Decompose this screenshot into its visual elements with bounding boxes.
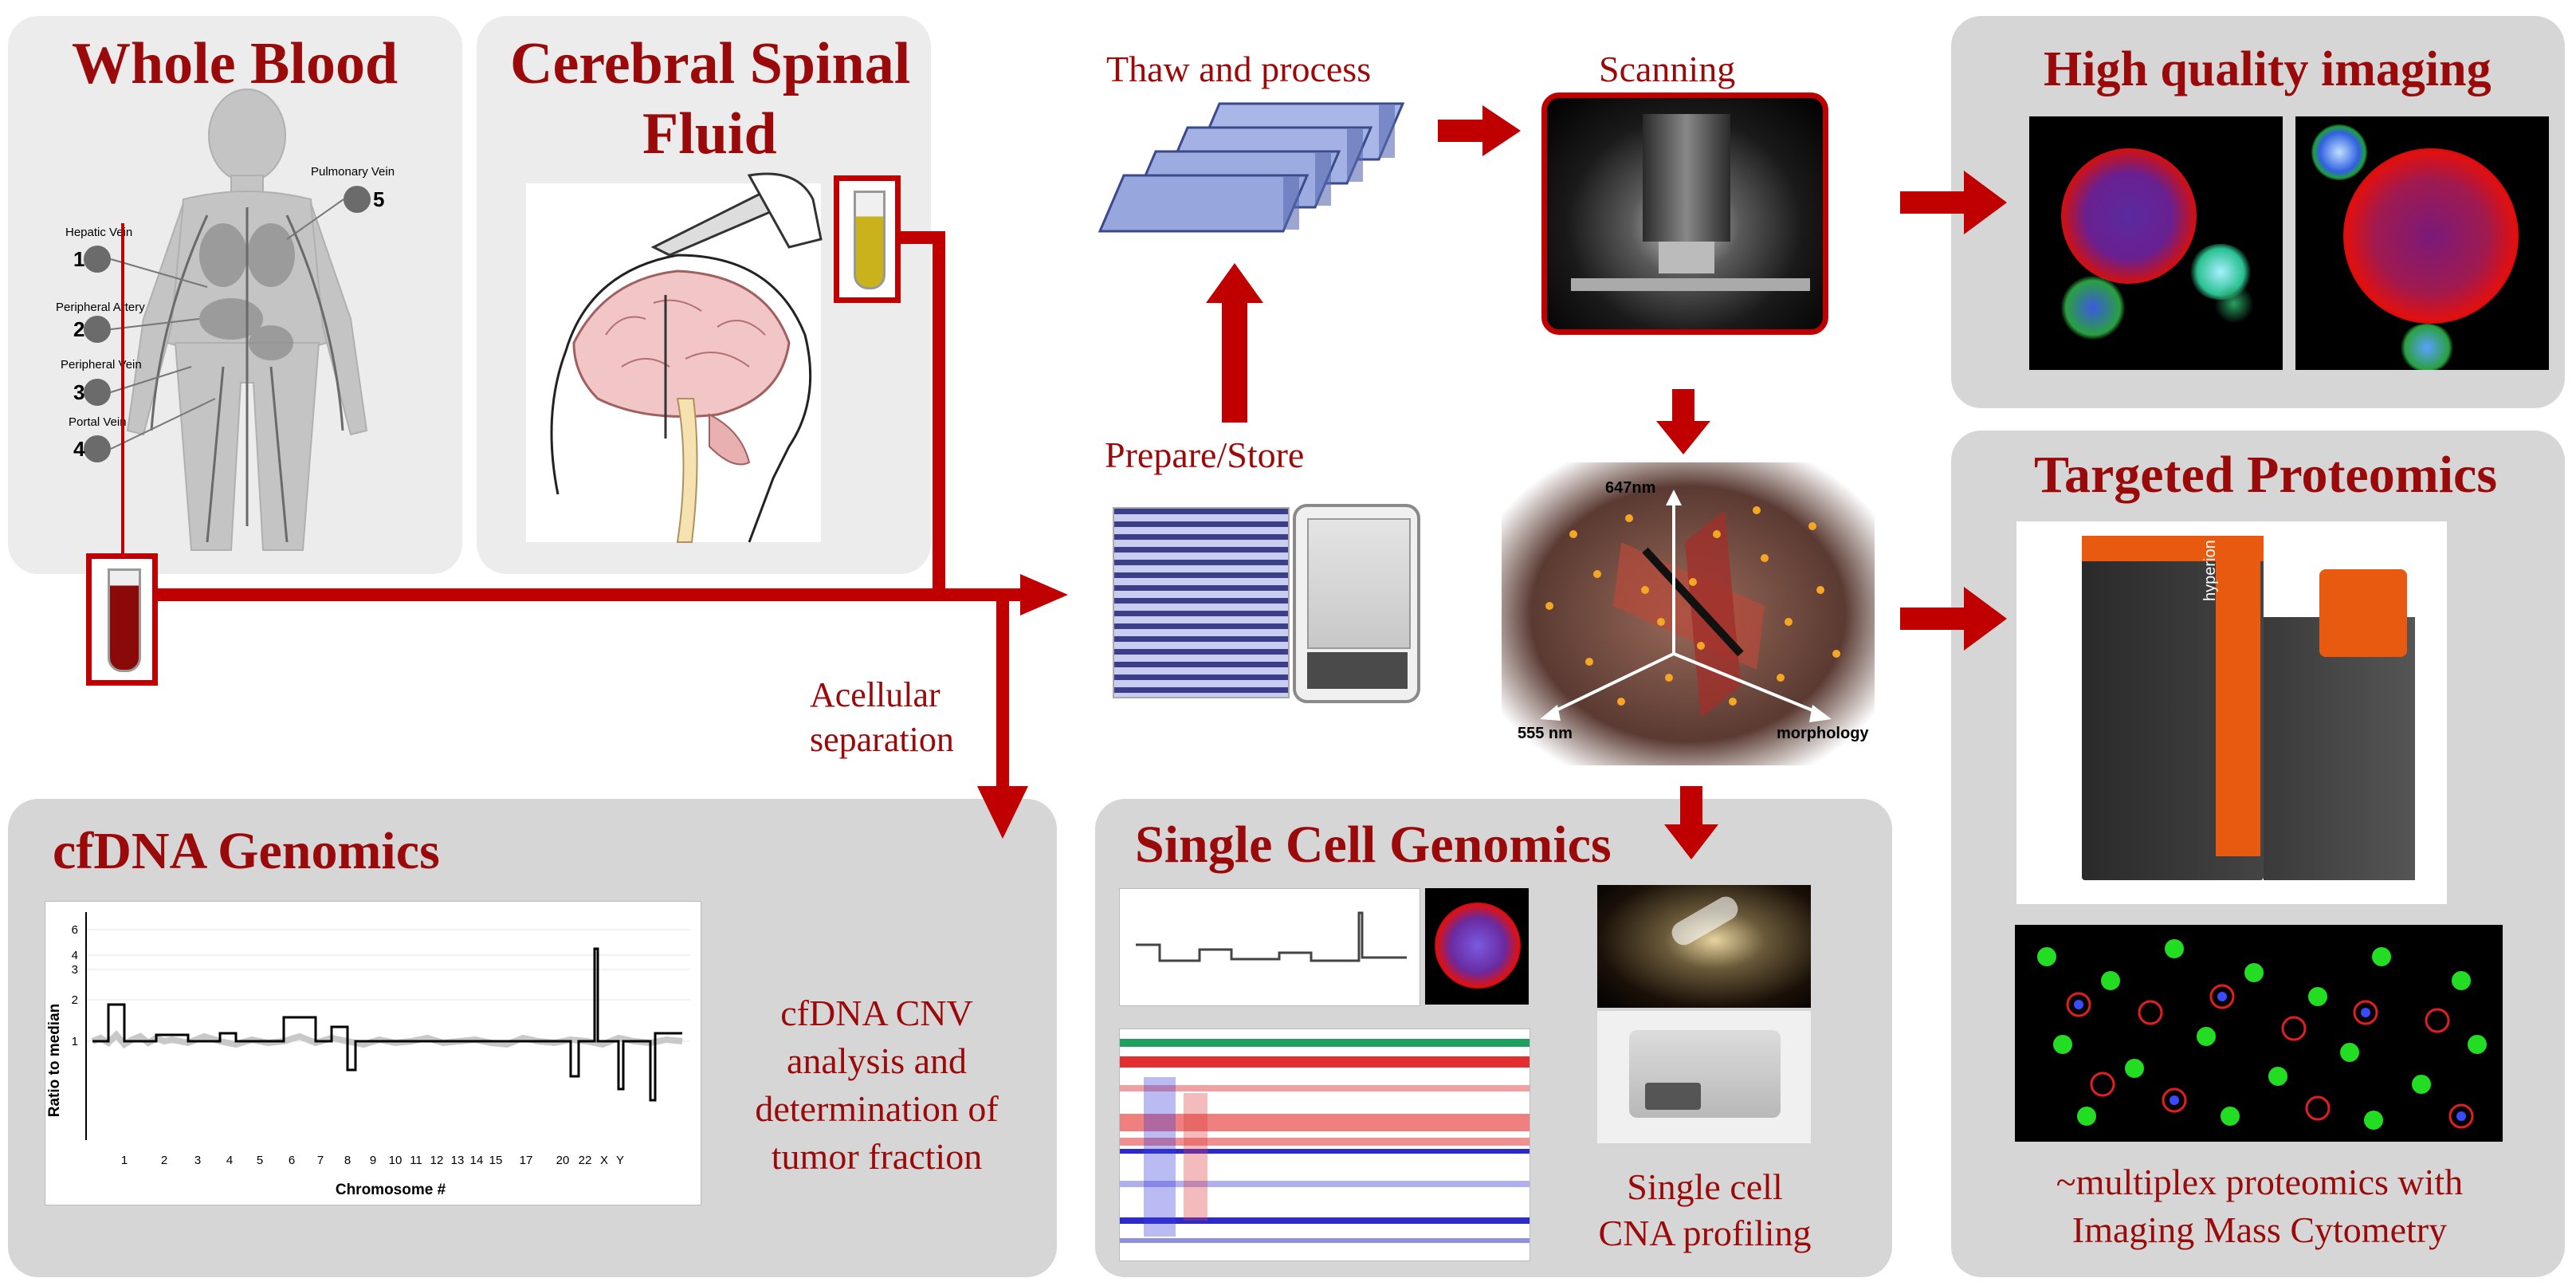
csf-title-line1: Cerebral Spinal (510, 31, 911, 96)
blood-line-h (156, 588, 1025, 601)
body-number-3: 3 (73, 380, 84, 404)
ytick-1: 1 (72, 1035, 78, 1048)
xtick-10: 10 (389, 1154, 402, 1167)
single-cell-title: Single Cell Genomics (1135, 816, 1612, 874)
brain-diagram (526, 172, 823, 543)
arrow-to-cfdna (977, 786, 1028, 839)
xtick-3: 3 (194, 1154, 201, 1167)
body-number-5: 5 (373, 187, 384, 211)
hyperion-brand-text: hyperion (2201, 540, 2219, 601)
hepatic-vein-label: Hepatic Vein (65, 226, 132, 239)
proteomics-desc-2: Imaging Mass Cytometry (2071, 1209, 2448, 1250)
single-cell-desc-1: Single cell (1627, 1166, 1783, 1207)
xtick-8: 8 (344, 1154, 351, 1167)
proteomics-desc-1: ~multiplex proteomics with (2056, 1162, 2464, 1202)
proteomics-title: Targeted Proteomics (2034, 446, 2498, 504)
single-cell-desc-2: CNA profiling (1598, 1213, 1812, 1253)
cfdna-desc-3: determination of (755, 1088, 999, 1129)
xtick-1: 1 (121, 1154, 128, 1167)
csf-title-line2: Fluid (642, 101, 777, 167)
single-cell-image (1425, 888, 1529, 1005)
arrow-to-scanning (1438, 105, 1521, 156)
xtick-6: 6 (289, 1154, 295, 1167)
scanner-image (1541, 92, 1828, 335)
xtick-7: 7 (317, 1154, 324, 1167)
ytick-6: 6 (72, 923, 78, 937)
single-cell-cnv-trace (1119, 888, 1420, 1006)
arrow-to-imaging (1900, 171, 2007, 234)
acellular-label-2: separation (810, 720, 954, 759)
axis-555-label: 555 nm (1518, 725, 1573, 742)
arrow-to-proteomics (1900, 587, 2007, 651)
acellular-line-v (996, 595, 1009, 786)
cnv-plot-box (45, 901, 701, 1205)
xtick-17: 17 (520, 1154, 533, 1167)
cnv-chart: 6 4 3 2 1 1 2 3 4 5 6 7 8 9 10 11 12 13 … (46, 912, 690, 1198)
slide-rack (1113, 507, 1290, 698)
pulmonary-vein-label: Pulmonary Vein (311, 165, 395, 179)
xtick-15: 15 (489, 1154, 503, 1167)
xtick-y: Y (616, 1154, 624, 1167)
cnv-xlabel: Chromosome # (336, 1182, 446, 1198)
cnv-ylabel: Ratio to median (46, 1004, 63, 1118)
ytick-2: 2 (72, 993, 78, 1007)
mass-cytometry-image (2015, 925, 2503, 1142)
cfdna-title: cfDNA Genomics (53, 822, 440, 880)
cfdna-desc-4: tumor fraction (771, 1136, 983, 1177)
scanning-label: Scanning (1599, 49, 1736, 89)
microfluidic-chip-image (1597, 885, 1811, 1008)
whole-blood-title: Whole Blood (72, 31, 399, 96)
xtick-x: X (600, 1154, 608, 1167)
xtick-22: 22 (579, 1154, 592, 1167)
cell-image-1 (2029, 116, 2283, 370)
body-number-4: 4 (73, 437, 85, 461)
xtick-12: 12 (430, 1154, 444, 1167)
body-diagram: Hepatic Vein Pulmonary Vein Peripheral A… (56, 88, 395, 551)
csf-tube (834, 175, 901, 303)
axis-647-label: 647nm (1605, 479, 1655, 497)
slides-stack (1098, 102, 1405, 233)
acellular-label-1: Acellular (810, 675, 940, 714)
thaw-label: Thaw and process (1106, 49, 1372, 89)
arrow-down-to-single-cell (1664, 786, 1718, 859)
arrow-down-to-scatter (1656, 389, 1710, 454)
single-cell-heatmap (1119, 1028, 1530, 1261)
arrow-up-to-thaw (1206, 263, 1263, 423)
xtick-5: 5 (257, 1154, 263, 1167)
freezer (1293, 504, 1420, 703)
xtick-13: 13 (451, 1154, 465, 1167)
xtick-11: 11 (410, 1154, 422, 1167)
csf-line-v (933, 231, 945, 598)
cfdna-desc-2: analysis and (786, 1040, 968, 1081)
prepare-label: Prepare/Store (1105, 435, 1305, 475)
xtick-14: 14 (470, 1154, 484, 1167)
hyperion-instrument: hyperion (2016, 521, 2447, 904)
imaging-title: High quality imaging (2044, 42, 2492, 96)
axis-morphology-label: morphology (1777, 725, 1869, 742)
ytick-3: 3 (72, 963, 78, 977)
blood-draw-line (121, 223, 124, 558)
feature-scatter-plot: 647nm 555 nm morphology (1502, 462, 1875, 765)
cell-image-2 (2295, 116, 2549, 370)
body-number-1: 1 (73, 247, 84, 271)
sequencer-image (1597, 1011, 1811, 1143)
xtick-2: 2 (161, 1154, 167, 1167)
xtick-9: 9 (370, 1154, 376, 1167)
xtick-4: 4 (226, 1154, 233, 1167)
body-number-2: 2 (73, 317, 84, 341)
blood-tube (86, 553, 158, 686)
arrow-to-prepare (1020, 574, 1068, 615)
ytick-4: 4 (72, 949, 78, 962)
xtick-20: 20 (556, 1154, 570, 1167)
cfdna-desc-1: cfDNA CNV (780, 993, 973, 1033)
portal-vein-label: Portal Vein (69, 415, 127, 429)
